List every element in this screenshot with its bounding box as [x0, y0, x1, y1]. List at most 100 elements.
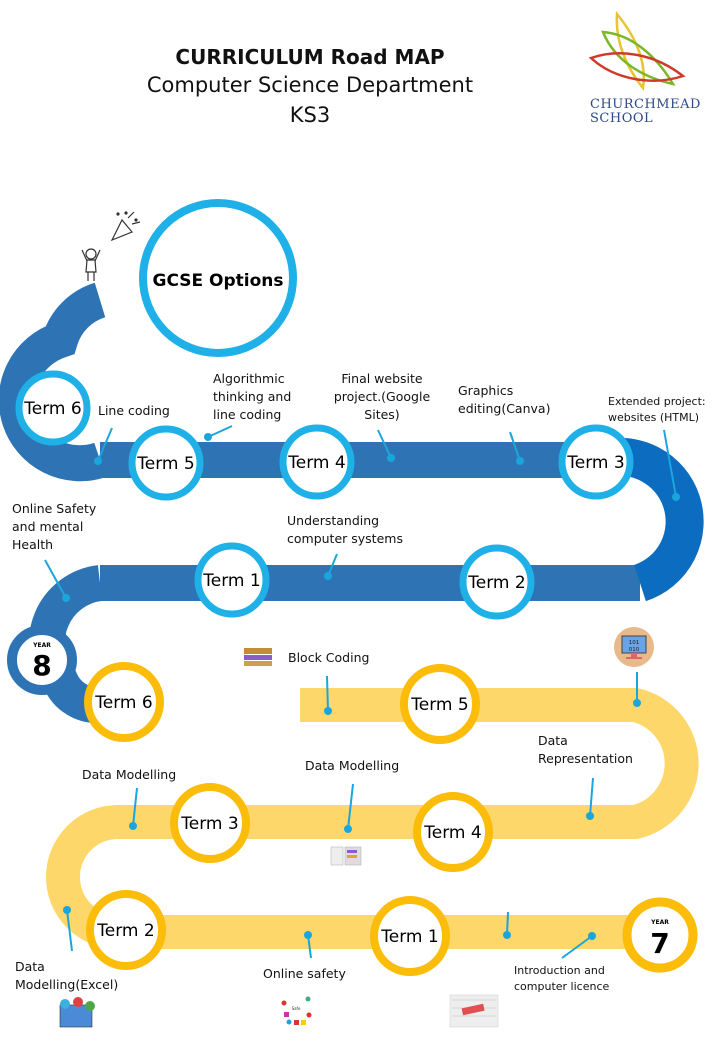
pin-term1-extra-dot [503, 931, 511, 939]
year7-term-2-ring [86, 890, 166, 970]
pin-data-modelling-t4-dot [344, 825, 352, 833]
year7-term-2-label: Term 2 [96, 921, 154, 941]
year8-term-3[interactable]: Term 3 [558, 424, 634, 500]
year7-term-4-label: Term 4 [423, 823, 481, 843]
pin-computer-systems [324, 553, 338, 580]
pin-algorithmic [204, 425, 233, 441]
year7-badge: YEAR 7 [622, 897, 698, 973]
topic-introduction-computer-licence: Introduction and computer licence [514, 964, 610, 993]
pin-graphics-dot [516, 457, 524, 465]
pin-block-coding-line [326, 675, 329, 712]
pin-extended-project-dot [672, 493, 680, 501]
year8-term-2-label: Term 2 [467, 573, 525, 593]
pin-introduction-dot [588, 932, 596, 940]
year8-term-2[interactable]: Term 2 [459, 544, 535, 620]
page-title: CURRICULUM Road MAP [175, 45, 445, 69]
pin-online-safety-mental-line [44, 559, 67, 599]
year8-term-3-label: Term 3 [566, 453, 624, 473]
year7-term-1[interactable]: Term 1 [370, 896, 450, 976]
year8-badge-number: 8 [32, 649, 51, 682]
binary-monitor-icon: 101 010 [614, 627, 654, 667]
year7-road [46, 688, 699, 949]
topic-final-website-project: Final website project.(Google Sites) [333, 371, 431, 422]
year7-term-3[interactable]: Term 3 [170, 783, 250, 863]
year8-term-6[interactable]: Term 6 [15, 370, 91, 446]
pin-data-modelling-t3-dot [129, 822, 137, 830]
gcse-options-label: GCSE Options [153, 271, 284, 291]
party-popper-icon [110, 211, 141, 242]
spreadsheet-icon [59, 997, 95, 1028]
topic-online-safety: Online safety [263, 966, 346, 981]
topic-graphics-editing: Graphics editing(Canva) [458, 383, 551, 416]
year7-term-3-label: Term 3 [180, 814, 238, 834]
year8-term-5-label: Term 5 [136, 454, 194, 474]
pin-online-safety-mental [44, 559, 70, 602]
topic-online-safety-mental-health: Online Safety and mental Health [12, 501, 97, 552]
year7-term-3-ring [170, 783, 250, 863]
pin-online-safety-dot [304, 931, 312, 939]
year8-term-5-ring [128, 425, 204, 501]
pin-final-website-line [377, 429, 392, 459]
year7-badge-label: YEAR [650, 919, 669, 926]
pin-extended-project [663, 429, 680, 501]
pin-data-representation-line [589, 777, 594, 817]
year7-term-1-ring [370, 896, 450, 976]
school-logo: CHURCHMEAD SCHOOL [585, 6, 710, 126]
year7-term-6[interactable]: Term 6 [84, 662, 164, 742]
pin-final-website-dot [387, 454, 395, 462]
pin-line-coding-line [97, 427, 113, 462]
year7-term-4[interactable]: Term 4 [413, 792, 493, 872]
pin-data-representation-top-dot [633, 699, 641, 707]
pin-online-safety [304, 931, 312, 959]
topic-understanding-computer-systems: Understanding computer systems [287, 513, 403, 546]
pin-data-modelling-t4-line [347, 783, 354, 830]
year7-term-2[interactable]: Term 2 [86, 890, 166, 970]
year8-term-6-ring [15, 370, 91, 446]
pin-algorithmic-dot [204, 433, 212, 441]
page-header: CURRICULUM Road MAP Computer Science Dep… [100, 44, 520, 130]
logo-name: CHURCHMEAD [590, 97, 701, 112]
year7-term-6-ring [84, 662, 164, 742]
pin-data-modelling-excel-line [66, 909, 73, 952]
topic-block-coding: Block Coding [288, 650, 370, 665]
department-title: Computer Science Department [146, 73, 474, 97]
year7-term-1-label: Term 1 [380, 927, 438, 947]
year8-term-2-ring [459, 544, 535, 620]
scratch-editor-icon [330, 846, 362, 866]
pin-introduction-line [561, 935, 593, 959]
topic-data-representation: Data Representation [538, 733, 633, 766]
topic-data-modelling-term3: Data Modelling [82, 767, 177, 782]
pin-block-coding-dot [324, 707, 332, 715]
year8-term-4[interactable]: Term 4 [279, 424, 355, 500]
pin-block-coding [324, 675, 332, 715]
year8-badge: YEAR 8 [7, 625, 77, 695]
pin-computer-systems-dot [324, 572, 332, 580]
pin-data-representation-dot [586, 812, 594, 820]
gcse-options-node[interactable]: GCSE Options [139, 199, 297, 357]
logo-school: SCHOOL [590, 111, 654, 126]
topic-data-modelling-term4: Data Modelling [305, 758, 400, 773]
topic-line-coding: Line coding [98, 403, 170, 418]
celebrating-child-icon [81, 248, 101, 281]
year8-term-4-ring [279, 424, 355, 500]
year8-term-3-ring [558, 424, 634, 500]
pin-introduction [561, 932, 596, 959]
year8-term-5[interactable]: Term 5 [128, 425, 204, 501]
pin-data-modelling-excel [63, 906, 73, 952]
year8-term-1-ring [194, 542, 270, 618]
pin-line-coding [94, 427, 113, 465]
year8-term-6-label: Term 6 [23, 399, 81, 419]
topic-extended-project: Extended project: websites (HTML) [608, 395, 706, 424]
pin-final-website [377, 429, 395, 462]
year7-term-5-label: Term 5 [410, 695, 468, 715]
pin-graphics [509, 431, 524, 465]
year8-term-1[interactable]: Term 1 [194, 542, 270, 618]
year7-badge-number: 7 [650, 927, 669, 960]
pin-line-coding-dot [94, 457, 102, 465]
pin-extended-project-line [663, 429, 677, 498]
block-coding-icon [244, 648, 272, 666]
leaf-logo-icon [588, 10, 686, 92]
pin-data-modelling-excel-dot [63, 906, 71, 914]
year7-term-5[interactable]: Term 5 [400, 664, 480, 744]
pin-data-modelling-t4 [344, 783, 354, 833]
